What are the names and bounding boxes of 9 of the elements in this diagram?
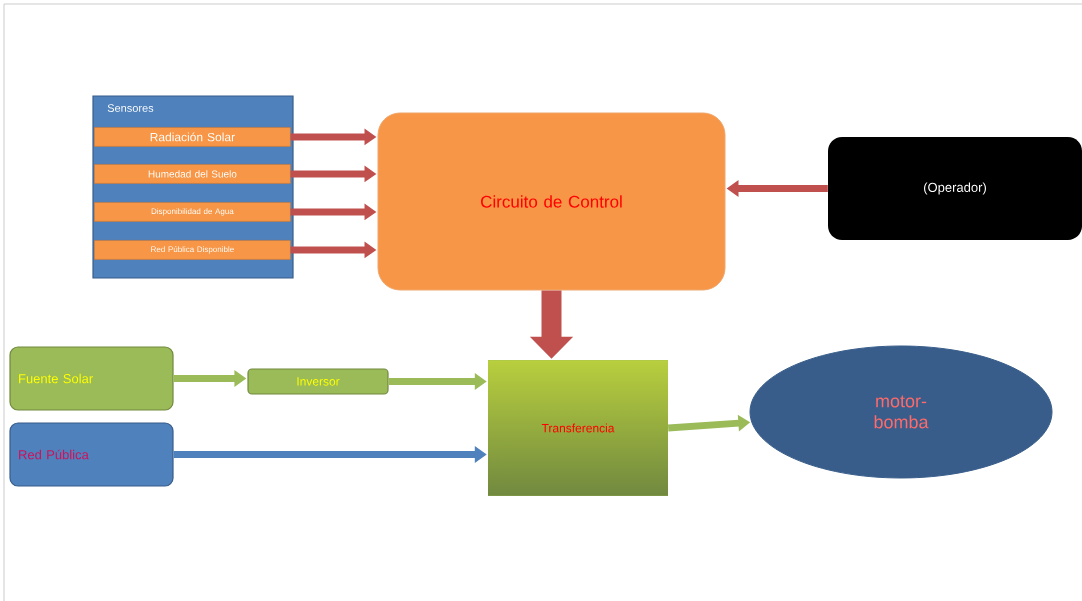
operator-box: (Operador) bbox=[828, 137, 1082, 240]
sensor-band: Humedad del Suelo bbox=[94, 164, 291, 184]
transfer-box: Transferencia bbox=[488, 360, 668, 496]
sensor-band: Radiación Solar bbox=[94, 127, 291, 147]
source-box: Fuente Solar bbox=[9, 346, 174, 411]
control-box: Circuito de Control bbox=[377, 112, 726, 291]
sensor-band: Red Pública Disponible bbox=[94, 240, 291, 260]
sensor-band: Disponibilidad de Agua bbox=[94, 202, 291, 222]
grid-box: Red Pública bbox=[9, 422, 174, 487]
